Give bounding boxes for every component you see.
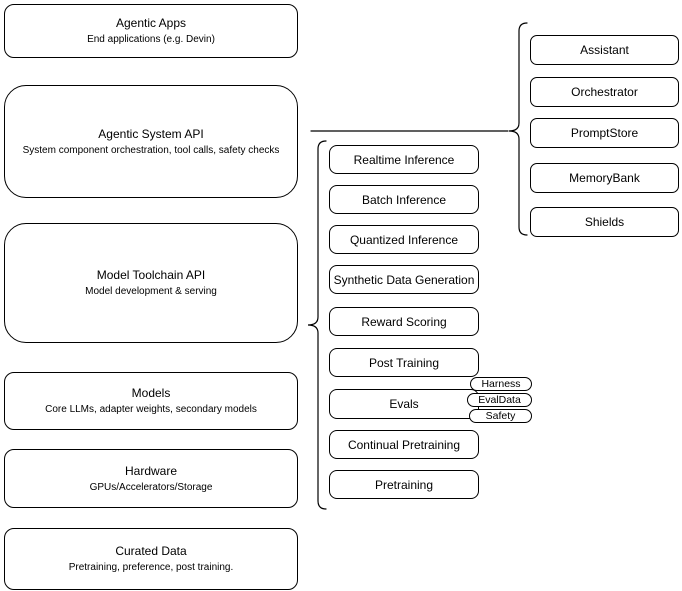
toolchain-item-label: Reward Scoring <box>361 314 447 329</box>
layer-agentic-system-api: Agentic System API System component orch… <box>4 85 298 198</box>
toolchain-item-label: Continual Pretraining <box>347 437 461 452</box>
layer-hardware: Hardware GPUs/Accelerators/Storage <box>4 449 298 508</box>
toolchain-item-continual-pretraining: Continual Pretraining <box>329 430 479 459</box>
layer-agentic-apps: Agentic Apps End applications (e.g. Devi… <box>4 4 298 58</box>
toolchain-item-label: Realtime Inference <box>353 152 455 167</box>
eval-pill-label: Harness <box>481 378 521 390</box>
layer-title: Model Toolchain API <box>96 268 206 282</box>
layer-title: Agentic Apps <box>115 16 187 30</box>
eval-pill-safety: Safety <box>469 409 532 423</box>
toolchain-item-label: Post Training <box>368 355 440 370</box>
layer-models: Models Core LLMs, adapter weights, secon… <box>4 372 298 430</box>
system-component-shields: Shields <box>530 207 679 237</box>
system-component-label: Shields <box>584 215 625 229</box>
toolchain-item-synthetic-data-generation: Synthetic Data Generation <box>329 265 479 294</box>
toolchain-item-label: Batch Inference <box>361 192 447 207</box>
eval-pill-evaldata: EvalData <box>467 393 532 407</box>
layer-subtitle: End applications (e.g. Devin) <box>87 34 215 45</box>
system-component-label: Orchestrator <box>571 85 638 99</box>
layer-subtitle: Model development & serving <box>85 286 217 297</box>
system-component-orchestrator: Orchestrator <box>530 77 679 107</box>
toolchain-brace <box>307 140 327 510</box>
toolchain-item-batch-inference: Batch Inference <box>329 185 479 214</box>
layer-title: Curated Data <box>115 544 187 558</box>
system-component-label: MemoryBank <box>569 171 640 185</box>
layer-subtitle: Core LLMs, adapter weights, secondary mo… <box>45 404 257 415</box>
toolchain-item-label: Evals <box>389 397 419 411</box>
layer-title: Agentic System API <box>98 126 204 141</box>
toolchain-item-label: Quantized Inference <box>349 232 459 247</box>
system-components-brace <box>508 22 528 236</box>
eval-pill-label: EvalData <box>478 394 521 406</box>
layer-subtitle: System component orchestration, tool cal… <box>22 144 280 156</box>
toolchain-item-label: Pretraining <box>374 477 434 492</box>
eval-pill-harness: Harness <box>470 377 532 391</box>
toolchain-item-evals: Evals <box>329 389 479 419</box>
system-component-memorybank: MemoryBank <box>530 163 679 193</box>
system-component-label: PromptStore <box>570 126 639 140</box>
layer-title: Models <box>131 386 171 400</box>
layer-subtitle: Pretraining, preference, post training. <box>68 562 234 573</box>
system-component-assistant: Assistant <box>530 35 679 65</box>
toolchain-item-label: Synthetic Data Generation <box>333 272 475 287</box>
layer-title: Hardware <box>124 463 178 478</box>
system-component-label: Assistant <box>580 43 629 57</box>
layer-curated-data: Curated Data Pretraining, preference, po… <box>4 528 298 590</box>
system-component-promptstore: PromptStore <box>530 118 679 148</box>
eval-pill-label: Safety <box>485 410 516 422</box>
toolchain-item-post-training: Post Training <box>329 348 479 377</box>
toolchain-item-pretraining: Pretraining <box>329 470 479 499</box>
layer-model-toolchain-api: Model Toolchain API Model development & … <box>4 223 298 343</box>
toolchain-item-reward-scoring: Reward Scoring <box>329 307 479 336</box>
toolchain-item-quantized-inference: Quantized Inference <box>329 225 479 254</box>
layer-subtitle: GPUs/Accelerators/Storage <box>89 481 213 493</box>
toolchain-item-realtime-inference: Realtime Inference <box>329 145 479 174</box>
